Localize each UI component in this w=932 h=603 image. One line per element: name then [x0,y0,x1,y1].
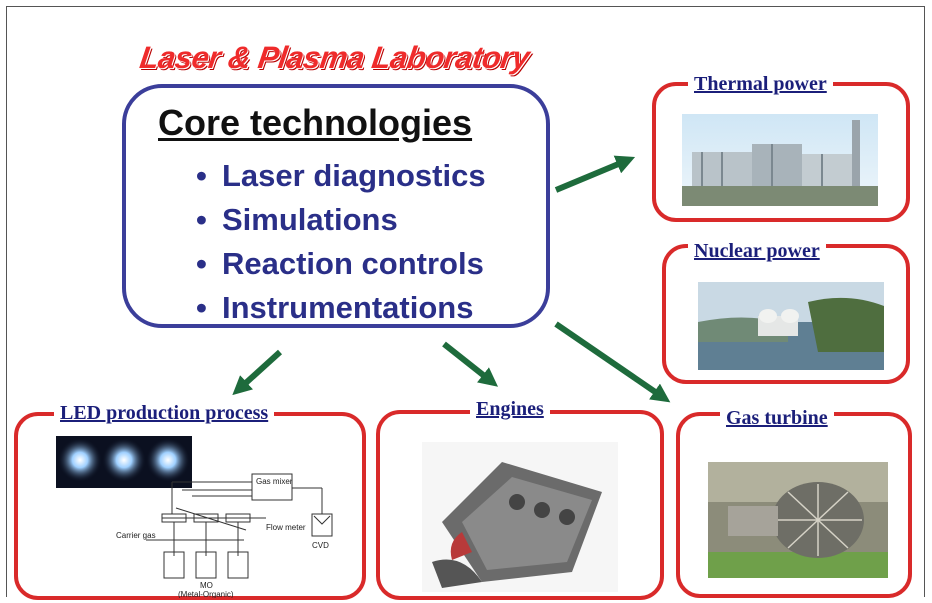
core-technologies-box: Core technologies •Laser diagnostics •Si… [122,84,550,328]
core-item: •Laser diagnostics [196,158,486,193]
arrow-to-thermal [554,155,636,193]
carrier-gas-label: Carrier gas [116,531,156,540]
mo-full-label: (Metal-Organic) [178,590,234,598]
flow-meter-label: Flow meter [266,523,306,532]
core-item: •Simulations [196,202,398,237]
arrow-to-led [232,349,283,396]
engines-label: Engines [470,398,550,421]
thermal-power-label: Thermal power [688,73,833,96]
led-process-schematic: Gas mixer Carrier gas Flow meter CVD MO … [116,473,333,598]
core-item: •Instrumentations [196,290,474,325]
nuclear-power-photo [698,282,884,370]
led-production-label: LED production process [54,402,275,425]
arrow-to-gas-turbine [554,321,671,403]
core-list: •Laser diagnostics •Simulations •Reactio… [196,154,486,330]
slide-frame [6,6,925,597]
thermal-power-photo [682,114,878,206]
led-photo [56,436,192,488]
gas-turbine-photo [708,462,888,578]
gas-turbine-label: Gas turbine [720,407,834,430]
engine-photo [422,442,618,592]
arrow-to-engines [442,341,499,387]
cvd-label: CVD [312,541,329,550]
gas-turbine-box [676,412,912,598]
core-title: Core technologies [158,102,473,143]
gas-mixer-label: Gas mixer [256,477,293,486]
mo-label: MO [200,581,213,590]
nuclear-power-label: Nuclear power [688,240,826,263]
engines-box [376,410,664,600]
core-item: •Reaction controls [196,246,484,281]
thermal-power-box [652,82,910,222]
